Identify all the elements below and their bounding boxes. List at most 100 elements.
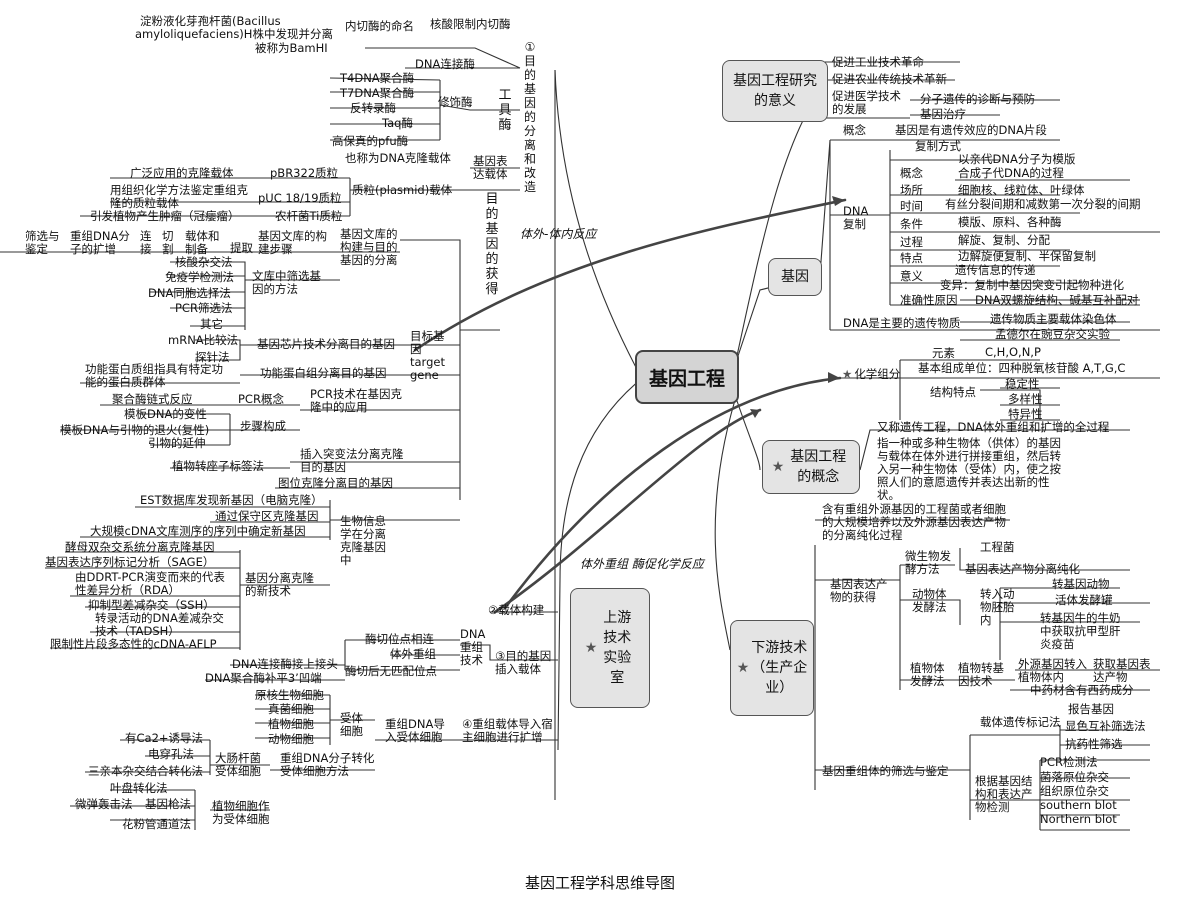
pbr322: pBR322质粒 [270,166,339,180]
upstream-box[interactable]: ★ 上游技术实验室 [570,588,650,708]
protein-method: 功能蛋白组分离目的基因 [260,366,387,380]
marker-0: 报告基因 [1068,702,1114,716]
main-item-0: 遗传物质主要载体染色体 [990,312,1117,326]
element: C,H,O,N,P [985,345,1041,359]
restriction-enzyme: 核酸限制内切酶 [430,17,511,31]
copy-row-1: 合成子代DNA的过程 [958,166,1064,180]
marker-title: 载体遗传标记法 [980,715,1061,729]
concept-text: 又称遗传工程，DNA体外重组和扩增的全过程 [877,420,1110,434]
gene-meaning-1: 变异：复制中基因突变引起物种进化 [940,278,1124,292]
meaning-box[interactable]: 基因工程研究的意义 [722,60,828,122]
vector-title: 基因表达载体 [473,154,508,181]
cell-3: 动物细胞 [268,732,314,746]
animal-0: 转基因动物 [1052,577,1110,591]
meaning-title: 基因工程研究的意义 [733,73,817,109]
star-icon: ★ [584,640,598,656]
copy-row-2: 细胞核、线粒体、叶绿体 [958,183,1085,197]
gene-concept: 基因是有遗传效应的DNA片段 [895,123,1047,137]
plasmid-vector: 质粒(plasmid)载体 [352,183,453,197]
structure-1: 多样性 [1008,392,1043,406]
endo-example-1: 淀粉液化芽孢杆菌(Bacillus [140,14,281,28]
plant-host-1: 微弹轰击法 [75,797,133,811]
pcr-concept: PCR概念 [238,392,284,406]
target-gene: 目标基因target gene [410,329,445,382]
upstream-title: 上游技术实验室 [603,610,632,686]
animal-title: 动物体发酵法 [912,587,947,614]
in-vitro-label: 体外-体内反应 [520,227,597,241]
meaning-item-2: 促进医学技术的发展 [832,89,901,116]
recomb-item-1: 体外重组 [390,647,436,661]
plant-host-3: 花粉管通道法 [122,817,191,831]
structure-0: 稳定性 [1005,377,1040,391]
plant-title: 植物体发酵法 [910,661,945,688]
structure-2: 特异性 [1008,407,1043,421]
chip-item-0: mRNA比较法 [168,333,239,347]
struct-title: 根据基因结构和表达产物检测 [975,774,1033,814]
branch1-title: ①目的基因的分离和改造 [523,40,536,194]
gene-box[interactable]: 基因 [768,258,822,296]
copy-row-4: 模版、原料、各种酶 [958,215,1062,229]
struct-4: Northern blot [1040,812,1117,826]
star-icon: ★ [736,660,750,676]
central-topic[interactable]: 基因工程 [635,350,739,404]
marker-2: 抗药性筛选 [1065,737,1123,751]
endo-example-2: amyloliquefaciens)H株中发现并分离 [135,27,333,41]
gene-concept-label: 概念 [843,123,866,137]
lib-step-1: 重组DNA分子的扩增 [70,229,130,256]
cell-2: 植物细胞 [268,717,314,731]
med-item-0: 分子遗传的诊断与预防 [920,92,1035,106]
concept-box[interactable]: ★ 基因工程的概念 [762,440,860,494]
modify-title: 修饰酶 [438,95,473,109]
plant-1: 获取基因表达产物 [1093,657,1151,684]
copy-row-5: 解旋、复制、分配 [958,233,1050,247]
downstream-title: 下游技术（生产企业） [751,640,808,696]
struct-2: 组织原位杂交 [1040,784,1109,798]
accuracy: DNA双螺旋结构、碱基互补配对 [975,293,1139,307]
new-tech-5: 限制性片段多态性的cDNA-AFLP [50,637,217,651]
copy-row-3-label: 时间 [900,199,923,213]
new-tech-3: 抑制型差减杂交（SSH） [88,598,215,612]
get-gene-title: 目的基因的获得 [485,192,499,297]
plant-2: 中药材含有西药成分 [1030,683,1134,697]
micro-title: 微生物发酵方法 [905,549,951,576]
copy-row-3: 有丝分裂间期和减数第一次分裂的间期 [945,197,1141,211]
tools-title: 工具酶 [498,88,512,133]
puc: pUC 18/19质粒 [258,191,342,205]
new-tech-0: 酵母双杂交系统分离克隆基因 [65,540,215,554]
star-icon: ★ [842,367,853,381]
meaning-item-1: 促进农业传统技术革新 [832,72,947,86]
copy-row-2-label: 场所 [900,183,923,197]
pcr-apply: PCR技术在基因克隆中的应用 [310,387,402,414]
meaning-item-0: 促进工业技术革命 [832,55,924,69]
product-title: 基因表达产物的获得 [830,577,888,604]
modify-item-3: Taq酶 [382,116,413,130]
cell-0: 原核生物细胞 [255,688,324,702]
copy-row-1-label: 概念 [900,166,923,180]
main-item-1: 孟德尔在豌豆杂交实验 [995,327,1110,341]
downstream-box[interactable]: ★ 下游技术（生产企业） [730,620,814,716]
new-tech-2: 由DDRT-PCR演变而来的代表性差异分析（RDA） [75,570,225,597]
modify-item-0: T4DNA聚合酶 [340,71,415,85]
recomb-sub-1: DNA聚合酶补平3’凹端 [205,671,322,685]
bioinfo-item-2: 大规模cDNA文库测序的序列中确定新基因 [90,524,306,538]
ecoli-item-1: 电穿孔法 [148,747,194,761]
gene-title: 基因 [781,269,809,285]
element-label: 元素 [932,346,955,360]
screen-item-1: 免疫学检测法 [165,270,234,284]
med-item-1: 基因治疗 [920,107,966,121]
new-tech-4: 转录活动的DNA差减杂交技术（TADSH） [95,611,224,638]
modify-item-2: 反转录酶 [350,101,396,115]
pbr322-desc: 广泛应用的克隆载体 [130,166,234,180]
animal-2: 转基因牛的牛奶中获取抗甲型肝炎疫苗 [1040,611,1121,651]
struct-3: southern blot [1040,798,1117,812]
lib-step-5: 提取 [230,241,253,255]
method-title: 重组DNA分子转化受体细胞方法 [280,751,375,778]
ligase: DNA连接酶 [415,57,475,71]
lib-step-2: 连接 [140,229,152,256]
ti-plasmid: 农杆菌Ti质粒 [275,209,343,223]
structure-title: 结构特点 [930,385,976,399]
bioinfo-title: 生物信息学在分离克隆基因中 [340,514,386,567]
chem-label: 化学组分 [854,367,901,381]
struct-1: 菌落原位杂交 [1040,770,1109,784]
